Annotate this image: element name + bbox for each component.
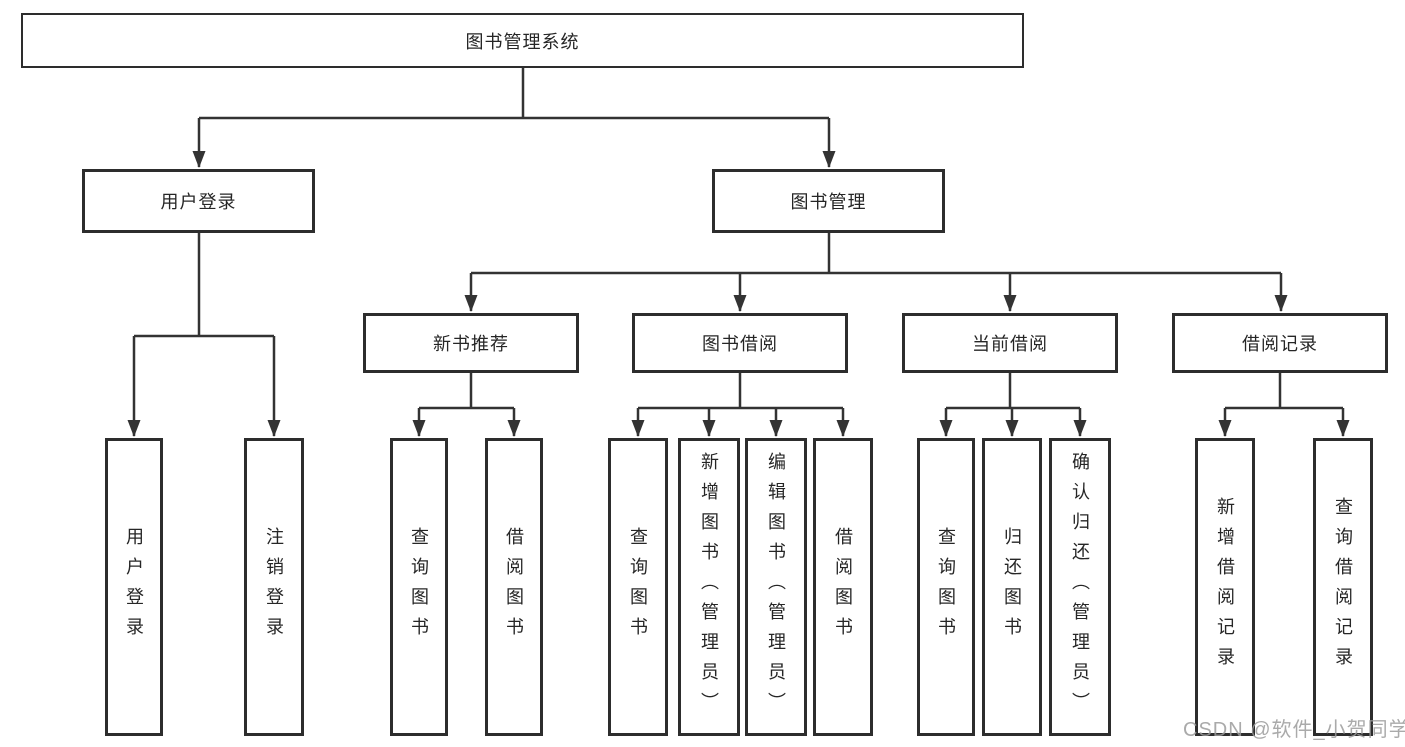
leaf-logout: 注销登录: [244, 438, 304, 736]
node-book-management: 图书管理: [712, 169, 945, 233]
leaf-label: 查询图书: [936, 527, 956, 647]
leaf-edit-books-admin: 编辑图书（管理员）: [745, 438, 807, 736]
leaf-query-books-current: 查询图书: [917, 438, 975, 736]
node-label: 图书管理系统: [465, 31, 580, 52]
leaf-borrow-books-recommend: 借阅图书: [485, 438, 543, 736]
node-label: 当前借阅: [972, 334, 1048, 354]
leaf-label: 归还图书: [1002, 527, 1022, 647]
leaf-label: 查询借阅记录: [1333, 497, 1353, 677]
leaf-add-borrow-record: 新增借阅记录: [1195, 438, 1255, 736]
leaf-query-borrow-record: 查询借阅记录: [1313, 438, 1373, 736]
leaf-label: 查询图书: [628, 527, 648, 647]
leaf-label: 借阅图书: [833, 527, 853, 647]
watermark: CSDN @软件_小贺同学: [1183, 719, 1405, 741]
leaf-label: 注销登录: [264, 527, 284, 647]
leaf-label: 用户登录: [124, 527, 144, 647]
node-borrow-records: 借阅记录: [1172, 313, 1388, 373]
leaf-borrow-books: 借阅图书: [813, 438, 873, 736]
leaf-query-books-borrow: 查询图书: [608, 438, 668, 736]
leaf-label: 新增借阅记录: [1215, 497, 1235, 677]
node-current-borrow: 当前借阅: [902, 313, 1118, 373]
leaf-confirm-return-admin: 确认归还（管理员）: [1049, 438, 1111, 736]
node-new-book-recommend: 新书推荐: [363, 313, 579, 373]
leaf-query-books-recommend: 查询图书: [390, 438, 448, 736]
leaf-user-login: 用户登录: [105, 438, 163, 736]
node-label: 图书借阅: [702, 334, 778, 354]
leaf-label: 新增图书（管理员）: [699, 452, 719, 722]
node-label: 用户登录: [160, 192, 237, 212]
node-label: 图书管理: [790, 192, 867, 212]
node-user-login: 用户登录: [82, 169, 315, 233]
leaf-add-books-admin: 新增图书（管理员）: [678, 438, 740, 736]
leaf-label: 编辑图书（管理员）: [766, 452, 786, 722]
node-label: 借阅记录: [1242, 334, 1318, 354]
node-library-management-system: 图书管理系统: [21, 13, 1024, 68]
leaf-label: 查询图书: [409, 527, 429, 647]
node-book-borrow: 图书借阅: [632, 313, 848, 373]
leaf-label: 确认归还（管理员）: [1070, 452, 1090, 722]
leaf-label: 借阅图书: [504, 527, 524, 647]
leaf-return-books: 归还图书: [982, 438, 1042, 736]
node-label: 新书推荐: [433, 334, 509, 354]
